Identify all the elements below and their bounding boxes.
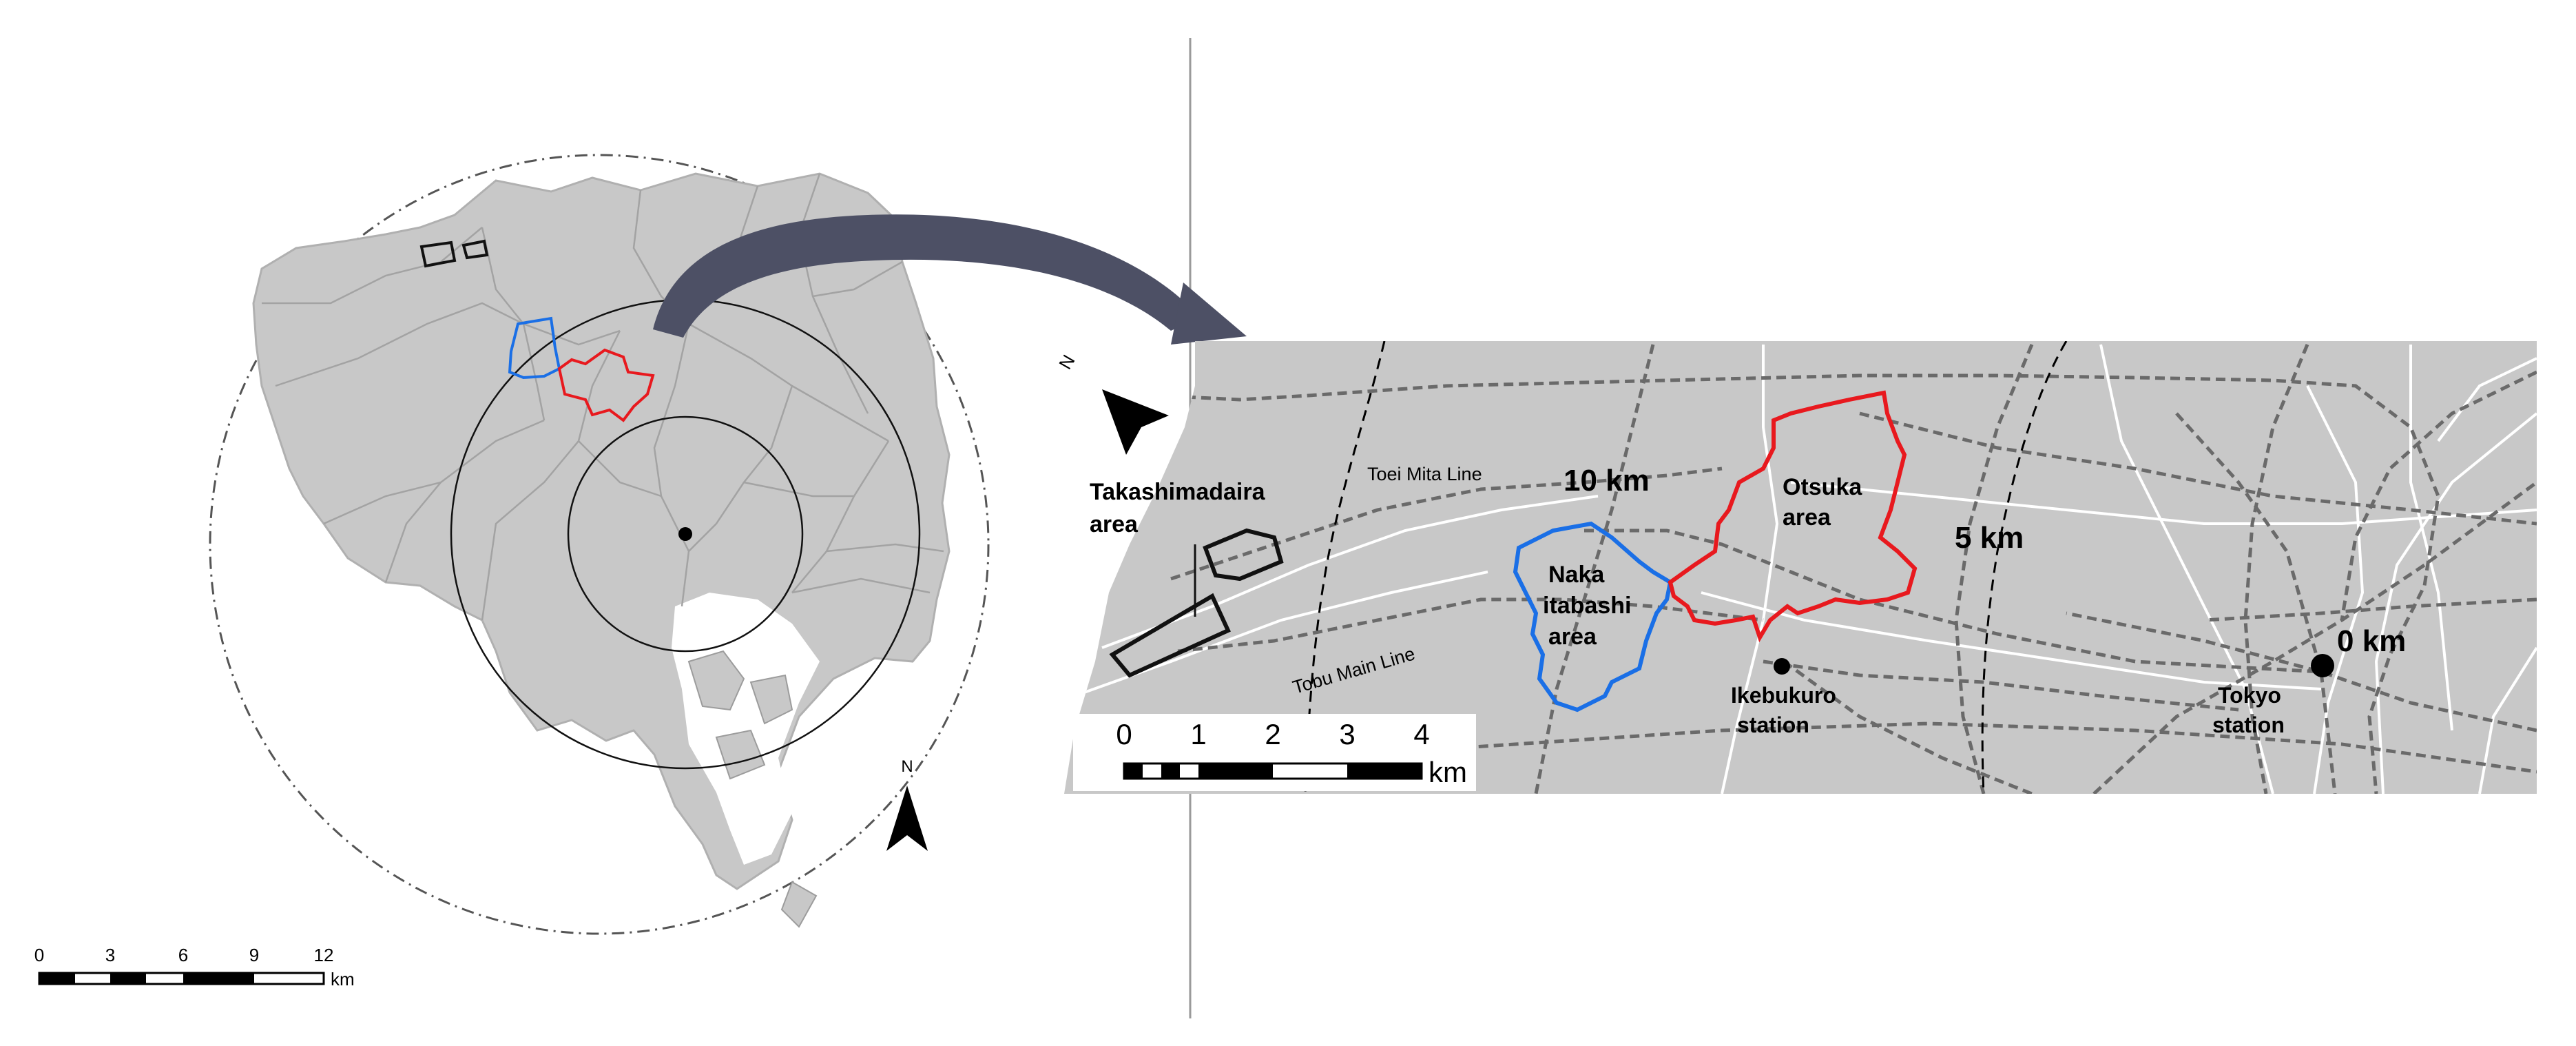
overview-scale-bar: 0 3 6 9 12 km [34, 945, 355, 989]
label-takashimadaira-1: Takashimadaira [1090, 479, 1266, 505]
outer-dashed-circle [209, 154, 990, 935]
overview-map: N 0 3 6 9 12 km [34, 154, 990, 989]
takashimadaira-area-b [1203, 528, 1284, 582]
label-takashimadaira-2: area [1090, 511, 1139, 537]
otsuka-outline [557, 348, 655, 422]
scale-tick-3-detail: 3 [1339, 718, 1355, 750]
ikebukuro-station-point [1774, 658, 1790, 675]
north-arrow-icon-detail [1102, 389, 1169, 455]
ring-5km-arc [1981, 341, 2068, 794]
scale-tick-1: 3 [105, 945, 115, 965]
detail-landmass [1064, 341, 2537, 794]
takashimadaira-area-a [1109, 593, 1231, 678]
takashimadaira-outline [419, 240, 457, 268]
reclaimed-islands [687, 650, 818, 928]
label-ring-0km: 0 km [2337, 624, 2406, 658]
curved-arrow-head [1171, 283, 1247, 345]
scale-tick-3: 9 [249, 945, 259, 965]
label-tokyo-1: Tokyo [2218, 683, 2281, 708]
tokyo-wards-landmass [252, 172, 951, 890]
overview-study-areas [419, 239, 655, 422]
otsuka-area [1668, 390, 1918, 643]
label-naka-2: itabashi [1543, 593, 1631, 619]
detail-north-arrow: N [1055, 351, 1169, 455]
naka-itabashi-area [1513, 521, 1673, 712]
overview-north-arrow: N [886, 757, 928, 851]
label-ikebukuro-1: Ikebukuro [1731, 683, 1836, 708]
label-ring-10km: 10 km [1564, 464, 1650, 498]
tokyo-station-point-detail [2311, 654, 2334, 677]
label-naka-3: area [1548, 624, 1597, 650]
label-toei-mita-line: Toei Mita Line [1367, 464, 1482, 484]
label-tokyo-2: station [2212, 712, 2285, 737]
scale-tick-1-detail: 1 [1190, 718, 1206, 750]
label-otsuka-1: Otsuka [1783, 474, 1862, 500]
north-arrow-icon [886, 786, 928, 851]
label-ring-5km: 5 km [1955, 521, 2024, 555]
ring-5km [567, 416, 804, 653]
scale-unit-detail: km [1429, 756, 1467, 788]
scale-tick-4-detail: 4 [1413, 718, 1429, 750]
label-naka-1: Naka [1548, 562, 1605, 588]
north-label-detail: N [1055, 351, 1079, 373]
tokyo-station-point [678, 527, 692, 541]
ring-10km-arc [1304, 341, 1386, 794]
major-roads [1074, 344, 2537, 794]
scale-tick-0: 0 [34, 945, 44, 965]
takashimadaira-outline-2 [461, 239, 489, 260]
detail-scale-bar: 0 1 2 3 4 km [1073, 714, 1476, 791]
scale-unit: km [331, 969, 355, 989]
detail-map: Takashimadaira area Toei Mita Line Tobu … [1055, 341, 2537, 794]
detail-study-areas [1109, 390, 1918, 712]
scale-tick-2-detail: 2 [1265, 718, 1280, 750]
scale-tick-4: 12 [314, 945, 334, 965]
curved-arrow-shaft [653, 214, 1200, 338]
zoom-link-arrow [653, 214, 1247, 345]
ward-boundaries [262, 173, 944, 621]
label-ikebukuro-2: station [1737, 712, 1809, 737]
scale-tick-2: 6 [178, 945, 188, 965]
north-label: N [901, 757, 913, 776]
distance-rings-detail [1304, 341, 2068, 794]
scale-tick-0-detail: 0 [1116, 718, 1132, 750]
label-otsuka-2: area [1783, 504, 1831, 531]
